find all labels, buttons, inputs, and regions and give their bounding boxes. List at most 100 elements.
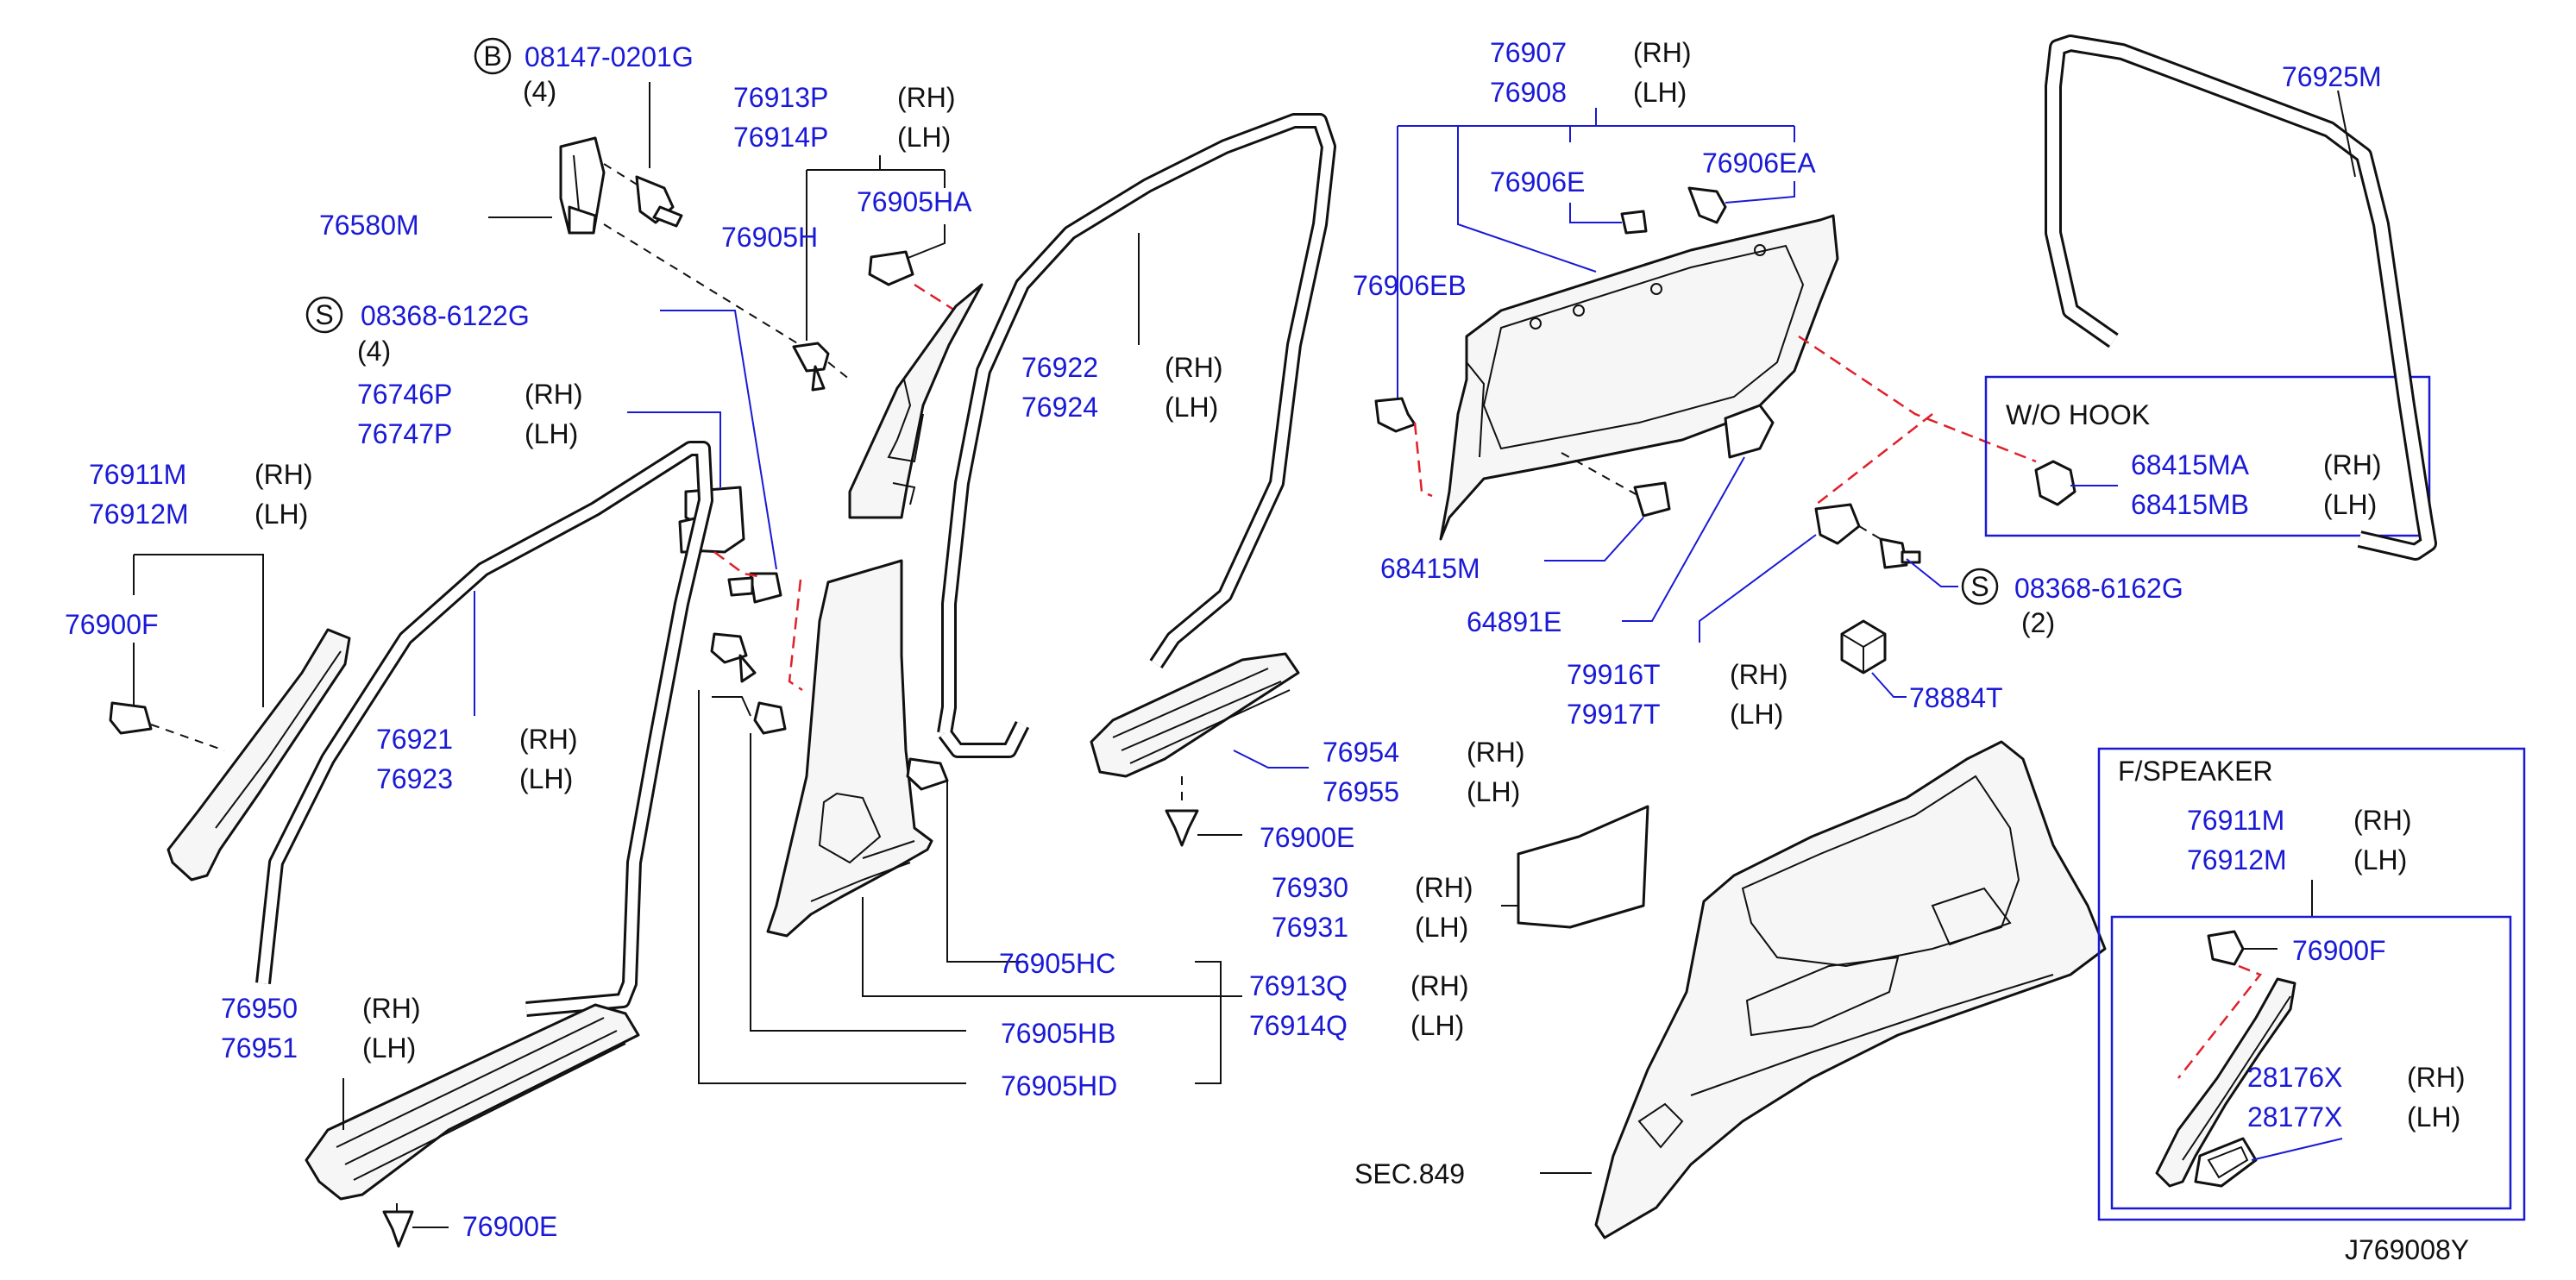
kick-plate-front [305, 1003, 640, 1201]
part-76900F-speaker[interactable]: 76900F [2292, 935, 2386, 966]
part-76921[interactable]: 76921 [376, 724, 453, 755]
clip-icon [109, 701, 153, 735]
part-76931[interactable]: 76931 [1272, 912, 1348, 943]
screw-symbol-icon [305, 296, 343, 334]
part-76923[interactable]: 76923 [376, 763, 453, 794]
rh-label: (RH) [519, 724, 578, 755]
lh-label: (LH) [525, 418, 578, 449]
rh-label: (RH) [1415, 872, 1473, 903]
rh-label: (RH) [2407, 1062, 2466, 1093]
pillar-trim-upper [848, 283, 983, 519]
part-76746P[interactable]: 76746P [357, 379, 452, 410]
part-64891E[interactable]: 64891E [1467, 606, 1561, 637]
screw-icon [727, 572, 782, 604]
part-76906EB[interactable]: 76906EB [1353, 270, 1467, 301]
lh-label: (LH) [1165, 392, 1218, 423]
part-76930[interactable]: 76930 [1272, 872, 1348, 903]
bolt-icon [635, 175, 683, 228]
bolt-symbol-icon [474, 37, 512, 75]
lh-label: (LH) [1730, 699, 1783, 730]
part-76900E-front[interactable]: 76900E [462, 1211, 557, 1242]
clip-icon [1620, 210, 1648, 235]
lh-label: (LH) [2353, 844, 2407, 875]
clip-icon [2207, 930, 2245, 966]
weatherstrip-front [255, 441, 713, 1017]
part-79917T[interactable]: 79917T [1567, 699, 1661, 730]
bolt-symbol: B [483, 41, 501, 72]
lh-label: (LH) [254, 499, 308, 530]
rh-label: (RH) [1411, 970, 1469, 1001]
clip-icon [753, 701, 787, 735]
rh-label: (RH) [897, 82, 956, 113]
part-28177X[interactable]: 28177X [2247, 1101, 2342, 1133]
clip-icon [1633, 481, 1671, 518]
part-76907[interactable]: 76907 [1490, 37, 1567, 68]
part-76906EA[interactable]: 76906EA [1702, 147, 1816, 179]
qty-bolt: (4) [523, 76, 556, 107]
part-68415MB[interactable]: 68415MB [2131, 489, 2249, 520]
part-76951[interactable]: 76951 [221, 1032, 298, 1064]
cap-68415MA [2034, 460, 2077, 506]
clip-icon [710, 632, 757, 683]
part-76955[interactable]: 76955 [1323, 776, 1399, 807]
lh-label: (LH) [2323, 489, 2377, 520]
clip-icon [1165, 809, 1199, 847]
quarter-trim-lower [1594, 740, 2107, 1239]
part-68415M[interactable]: 68415M [1380, 553, 1480, 584]
part-76900E-rear[interactable]: 76900E [1260, 822, 1354, 853]
part-76908[interactable]: 76908 [1490, 77, 1567, 108]
lh-label: (LH) [362, 1032, 416, 1064]
part-68415MA[interactable]: 68415MA [2131, 449, 2250, 480]
liner-76930 [1517, 805, 1649, 929]
hook-bracket [1814, 503, 1861, 545]
part-76905H[interactable]: 76905H [721, 222, 818, 253]
screw-symbol: S [1970, 571, 1989, 602]
part-76905HC[interactable]: 76905HC [999, 948, 1115, 979]
screw-icon [1879, 537, 1921, 569]
part-76913P[interactable]: 76913P [733, 82, 828, 113]
clip-icon [906, 757, 949, 791]
part-76912M[interactable]: 76912M [89, 499, 189, 530]
part-76914P[interactable]: 76914P [733, 122, 828, 153]
part-76580M[interactable]: 76580M [319, 210, 419, 241]
part-08368-6122G[interactable]: 08368-6122G [361, 300, 530, 331]
part-76905HB[interactable]: 76905HB [1001, 1018, 1115, 1049]
rh-label: (RH) [254, 459, 313, 490]
part-76747P[interactable]: 76747P [357, 418, 452, 449]
part-76911M[interactable]: 76911M [89, 459, 186, 490]
part-08147-0201G[interactable]: 08147-0201G [525, 41, 694, 72]
diagram-id: J769008Y [2345, 1234, 2469, 1265]
rh-label: (RH) [362, 993, 421, 1024]
part-76905HD[interactable]: 76905HD [1001, 1070, 1117, 1101]
lh-label: (LH) [1415, 912, 1468, 943]
b-pillar-trim-lower [766, 559, 933, 938]
part-79916T[interactable]: 79916T [1567, 659, 1661, 690]
cover-64891E [1724, 404, 1775, 459]
part-78884T[interactable]: 78884T [1909, 682, 2003, 713]
part-76914Q[interactable]: 76914Q [1249, 1010, 1348, 1041]
part-76905HA[interactable]: 76905HA [857, 186, 972, 217]
clip-icon [1374, 397, 1417, 433]
part-76950[interactable]: 76950 [221, 993, 298, 1024]
quarter-trim-upper [1439, 214, 1839, 541]
part-76912M-speaker[interactable]: 76912M [2187, 844, 2287, 875]
part-76911M-speaker[interactable]: 76911M [2187, 805, 2284, 836]
part-76954[interactable]: 76954 [1323, 737, 1399, 768]
kick-plate-rear [1090, 652, 1300, 778]
a-pillar-trim [166, 628, 351, 882]
part-76922[interactable]: 76922 [1021, 352, 1098, 383]
part-76906E[interactable]: 76906E [1490, 166, 1585, 198]
clip-icon [792, 342, 830, 392]
part-08368-6162G[interactable]: 08368-6162G [2014, 573, 2183, 604]
rh-label: (RH) [1165, 352, 1223, 383]
clip-icon [868, 250, 914, 286]
speaker-grille-icon [2194, 1137, 2258, 1188]
part-76900F[interactable]: 76900F [65, 609, 159, 640]
lh-label: (LH) [519, 763, 573, 794]
part-76924[interactable]: 76924 [1021, 392, 1098, 423]
part-28176X[interactable]: 28176X [2247, 1062, 2342, 1093]
a-pillar-trim-speaker [2155, 977, 2296, 1188]
part-76925M[interactable]: 76925M [2282, 61, 2382, 92]
bracket-76580M [559, 136, 606, 235]
part-76913Q[interactable]: 76913Q [1249, 970, 1348, 1001]
